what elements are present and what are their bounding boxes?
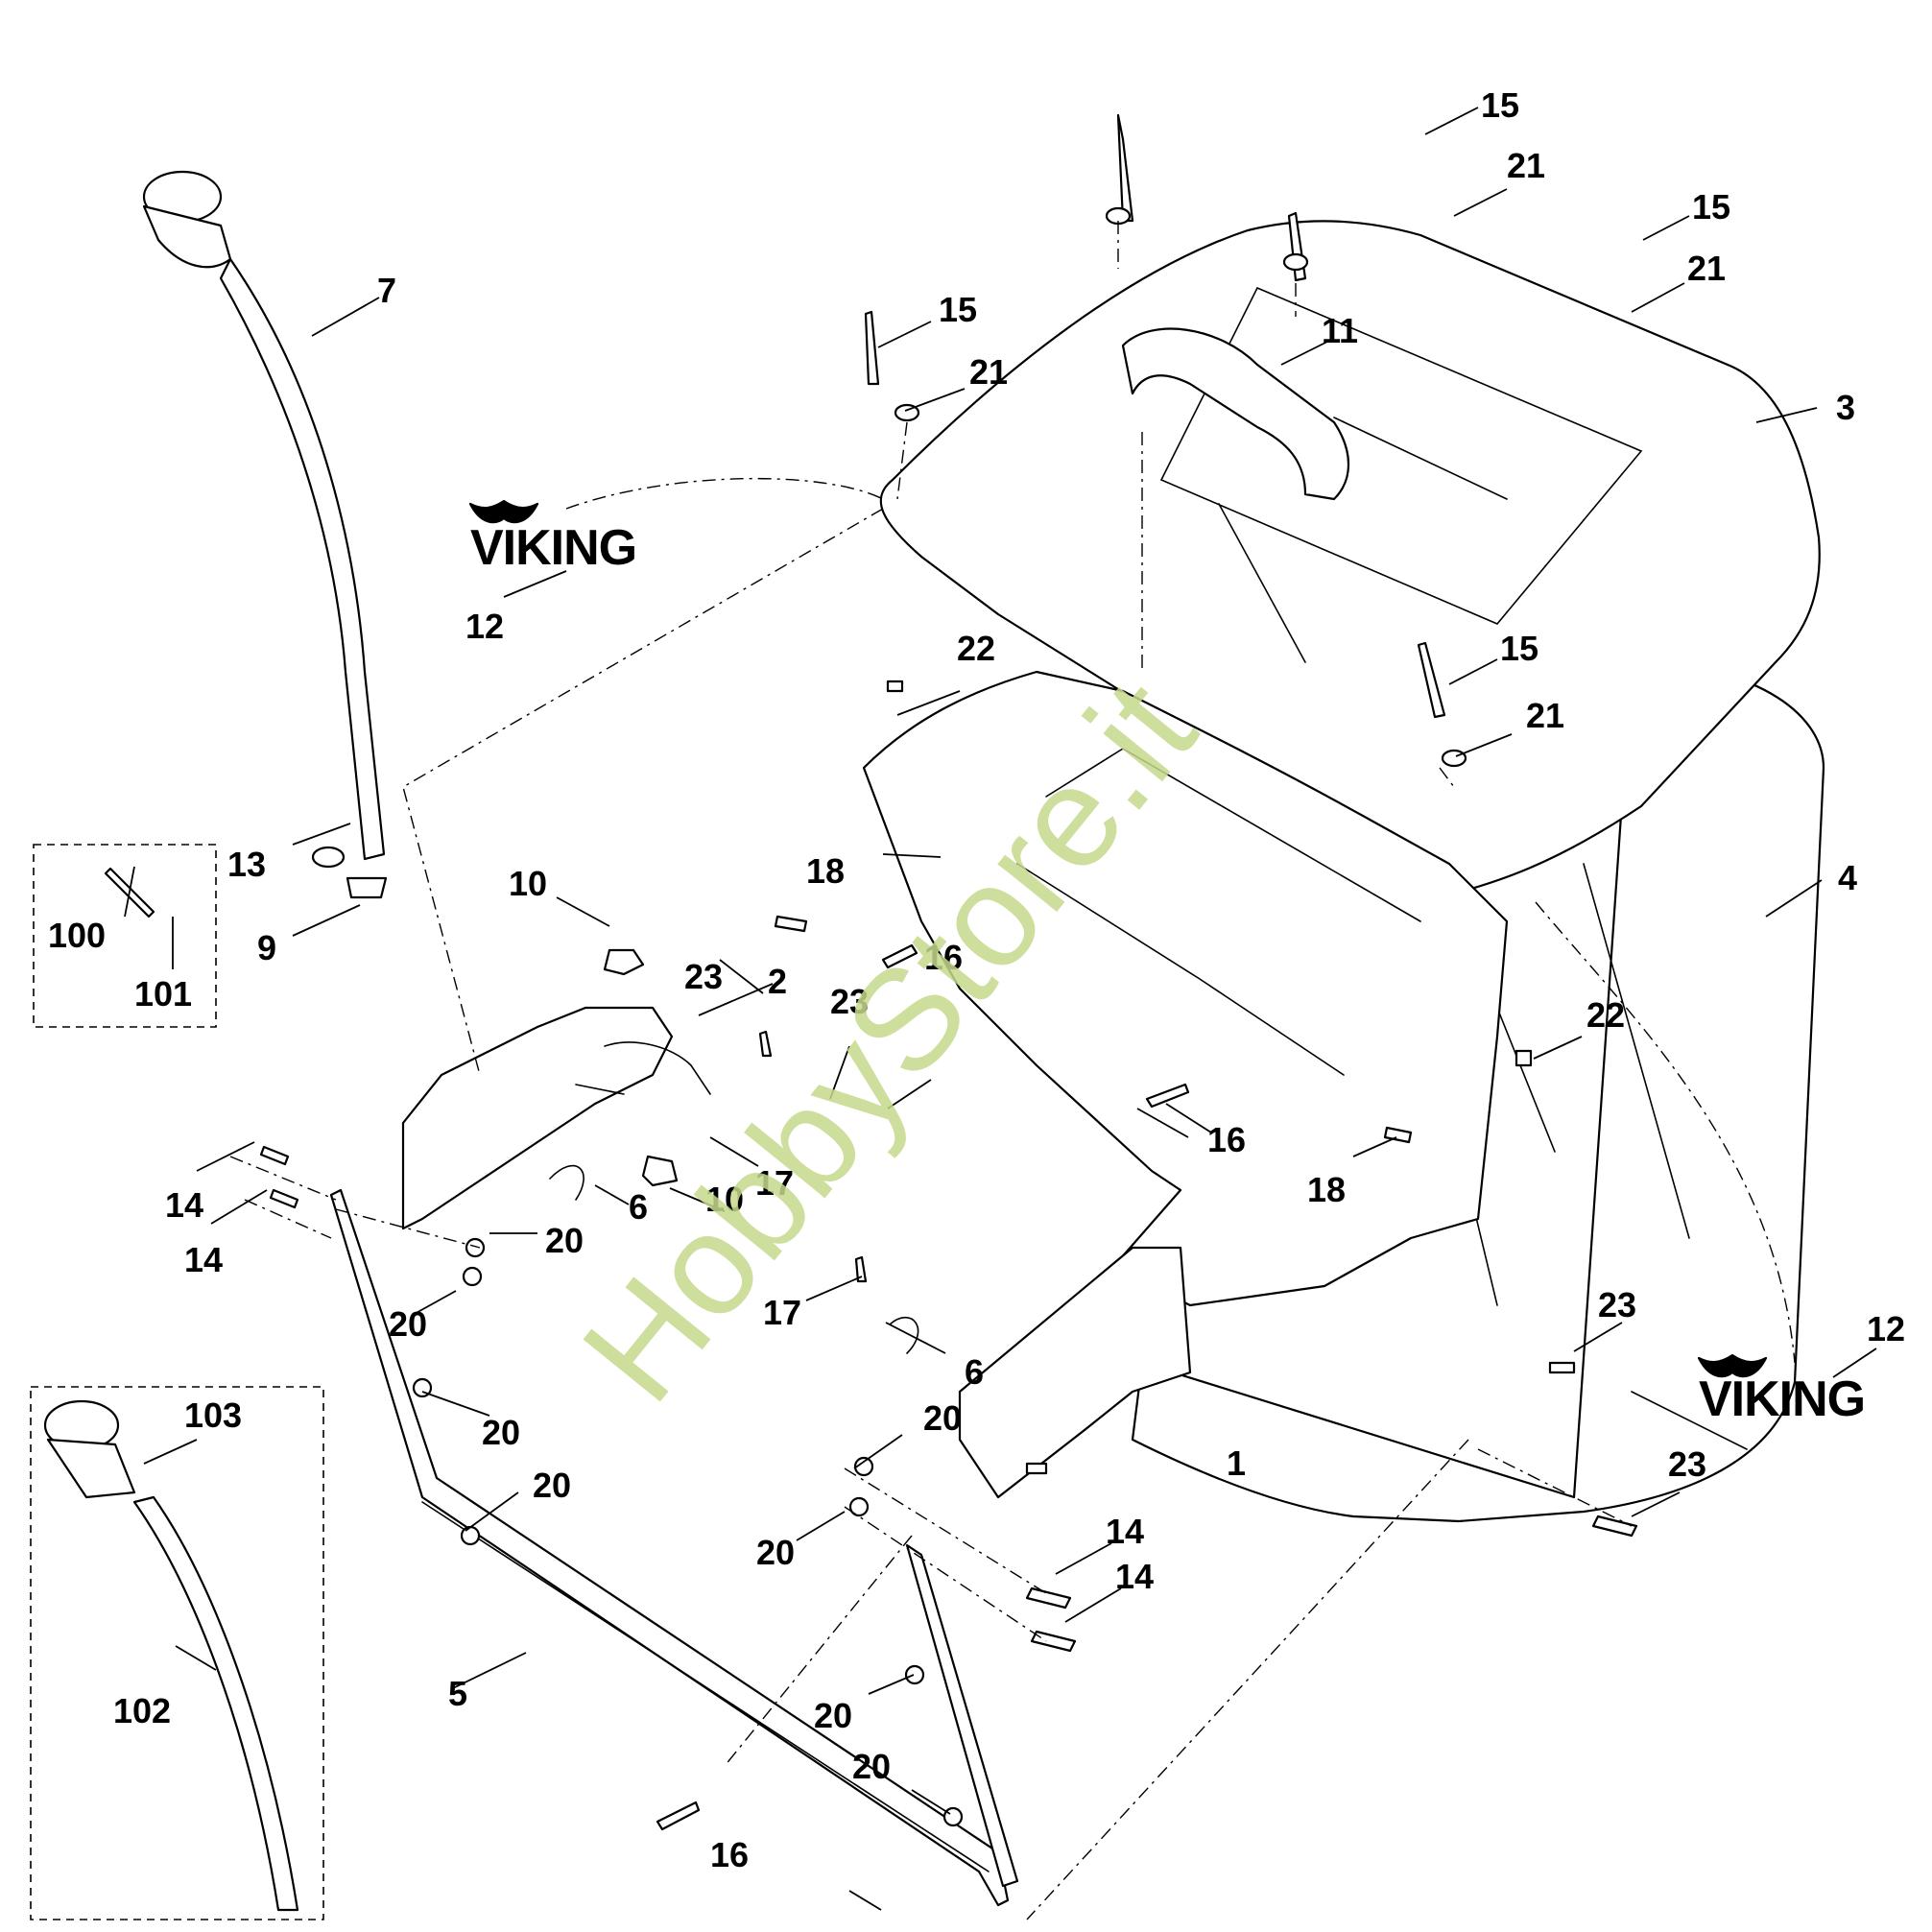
callout-label: 20 (814, 1696, 852, 1735)
callout-label: 23 (1668, 1444, 1706, 1484)
viking-logo-right: VIKING (1697, 1353, 1866, 1427)
callout-label: 14 (165, 1185, 203, 1225)
callout-label: 103 (184, 1395, 242, 1435)
callout-label: 9 (257, 928, 276, 967)
fasteners (104, 113, 1638, 1831)
optional-kit-102-103 (30, 1386, 324, 1920)
optional-kit-100-101 (33, 844, 217, 1028)
callout-label: 10 (705, 1180, 744, 1219)
part-1-rear-frame (862, 670, 1509, 1499)
callout-label: 6 (965, 1352, 984, 1392)
viking-brand-right: VIKING (1699, 1371, 1865, 1427)
callout-leaders (124, 107, 1877, 1911)
callout-label: 15 (939, 290, 977, 329)
callout-label: 2 (768, 962, 787, 1001)
callout-label: 15 (1500, 629, 1538, 668)
callout-label: 1 (1227, 1443, 1246, 1483)
callout-label: 21 (969, 352, 1008, 392)
callout-label: 14 (184, 1240, 223, 1279)
callout-label: 20 (545, 1221, 584, 1260)
callout-label: 15 (1481, 85, 1519, 125)
callout-label: 3 (1836, 388, 1855, 427)
callout-label: 6 (629, 1187, 648, 1227)
callout-label: 20 (923, 1398, 962, 1438)
callout-label: 7 (377, 271, 396, 310)
callout-label: 20 (482, 1413, 520, 1452)
callout-label: 12 (465, 607, 504, 646)
callout-label: 12 (1867, 1309, 1905, 1348)
callout-label: 4 (1838, 858, 1857, 897)
viking-logo-left: VIKING (468, 499, 637, 576)
callout-label: 100 (48, 916, 106, 955)
callout-label: 16 (710, 1835, 749, 1874)
part-2-support-bracket (401, 1006, 711, 1230)
callout-label: 20 (533, 1466, 571, 1505)
callout-label: 11 (1322, 311, 1358, 350)
callout-label: 21 (1526, 696, 1564, 735)
callout-label: 21 (1507, 146, 1545, 185)
part-5-lower-frame (329, 1188, 1019, 1907)
callout-label: 17 (755, 1163, 794, 1203)
callout-label: 18 (1307, 1170, 1346, 1209)
callout-label: 20 (852, 1747, 891, 1786)
callout-label: 17 (763, 1293, 801, 1332)
callout-label: 5 (448, 1674, 467, 1713)
callout-label: 23 (1598, 1285, 1636, 1324)
assembly-lines (229, 221, 1796, 1920)
part-11-grab-handle (1121, 327, 1350, 501)
callout-label: 22 (1586, 995, 1625, 1035)
callout-label: 16 (924, 938, 963, 977)
callout-label: 101 (134, 974, 192, 1014)
callout-label: 21 (1687, 249, 1726, 288)
callout-label: 13 (227, 845, 266, 884)
callout-label: 23 (830, 982, 869, 1021)
callout-label: 16 (1207, 1120, 1246, 1159)
viking-brand-left: VIKING (470, 520, 636, 576)
callout-label: 22 (957, 629, 995, 668)
callout-label: 23 (684, 957, 723, 996)
callout-label: 15 (1692, 187, 1730, 227)
callout-label: 18 (806, 851, 845, 891)
callout-label: 10 (509, 864, 547, 903)
callout-label: 20 (389, 1304, 427, 1344)
callout-numbers: 1 2 3 4 5 6 6 7 9 10 10 11 12 12 13 14 1… (48, 85, 1905, 1874)
part-7-handle (142, 170, 386, 861)
callout-label: 20 (756, 1533, 795, 1572)
callout-label: 14 (1115, 1557, 1154, 1596)
callout-label: 102 (113, 1691, 171, 1730)
callout-label: 14 (1106, 1512, 1144, 1551)
